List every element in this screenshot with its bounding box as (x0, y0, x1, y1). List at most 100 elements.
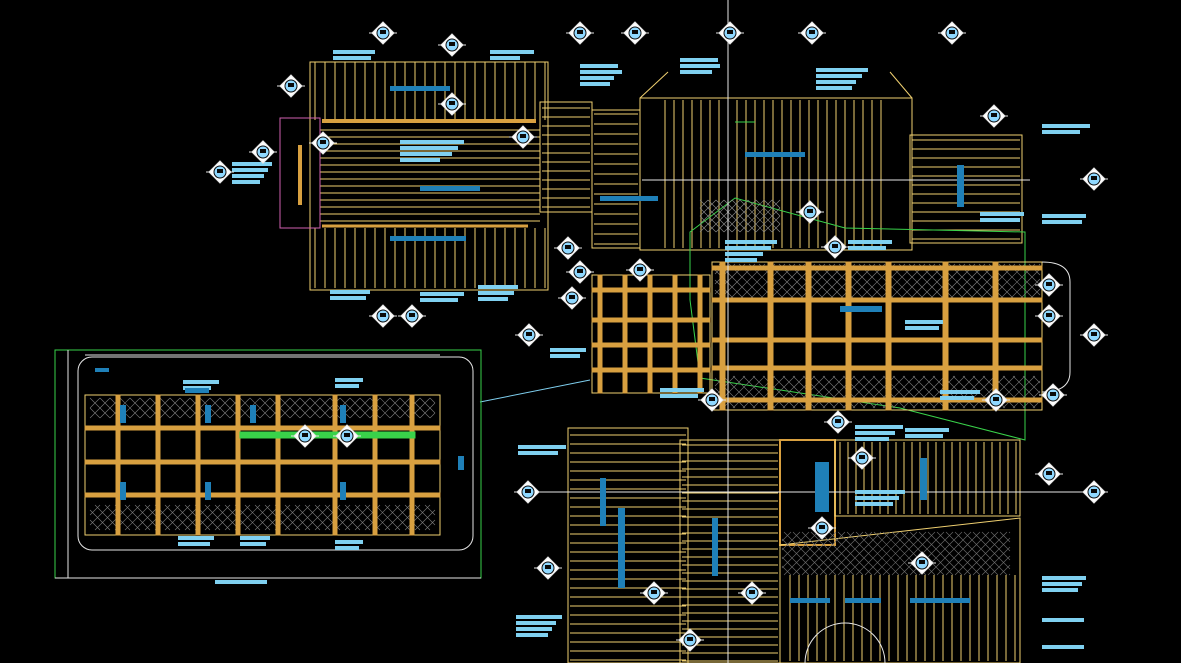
section-callout-icon[interactable] (566, 21, 594, 45)
detail-hatch-top (89, 397, 436, 419)
section-callout-icon[interactable] (277, 74, 305, 98)
section-callout-icon[interactable] (980, 104, 1008, 128)
section-callout-icon[interactable] (1035, 304, 1063, 328)
section-callout-icon[interactable] (554, 236, 582, 260)
section-callout-icon[interactable] (438, 92, 466, 116)
section-callout-icon[interactable] (333, 424, 361, 448)
section-callout-icon[interactable] (438, 33, 466, 57)
hatch-line (89, 509, 111, 531)
section-callout-icon[interactable] (291, 424, 319, 448)
annotation-label (845, 598, 881, 603)
section-callout-icon[interactable] (558, 286, 586, 310)
annotation-label (516, 621, 556, 625)
section-callout-icon[interactable] (1035, 462, 1063, 486)
callout-glyph (217, 169, 223, 173)
annotation-label (390, 236, 466, 241)
annotation-label (940, 396, 974, 400)
section-callout-icon[interactable] (309, 131, 337, 155)
roof-plan-outline-a (309, 61, 549, 291)
section-callout-icon[interactable] (534, 556, 562, 580)
section-callout-icon[interactable] (821, 235, 849, 259)
section-callout-icon[interactable] (1080, 480, 1108, 504)
section-callout-icon[interactable] (514, 480, 542, 504)
annotation-label (420, 292, 464, 296)
hatch-line (864, 531, 909, 576)
section-callout-icon[interactable] (1080, 323, 1108, 347)
annotation-label (232, 168, 268, 172)
annotation-label (333, 50, 375, 54)
callout-glyph (1046, 282, 1052, 286)
detail-post (235, 394, 241, 536)
dimension-box-a (279, 117, 321, 229)
hatch-line (783, 531, 828, 576)
detail-beam (84, 492, 441, 498)
section-callout-icon[interactable] (676, 628, 704, 652)
detail-reference-leader (479, 379, 591, 403)
lower-room-b (679, 439, 781, 663)
section-callout-icon[interactable] (640, 581, 668, 605)
section-callout-icon[interactable] (798, 21, 826, 45)
detail-beam (84, 425, 441, 431)
callout-glyph (545, 565, 551, 569)
annotation-label (905, 320, 943, 324)
section-callout-icon[interactable] (621, 21, 649, 45)
section-callout-icon[interactable] (716, 21, 744, 45)
hatch-line (715, 199, 749, 233)
annotation-label (725, 252, 763, 256)
hatch-line (763, 215, 781, 233)
section-callout-icon[interactable] (982, 388, 1010, 412)
annotation-label (816, 86, 852, 90)
hatch-line (374, 504, 401, 531)
hatch-line (945, 531, 990, 576)
section-callout-icon[interactable] (796, 200, 824, 224)
annotation-label (390, 86, 450, 91)
callout-glyph (835, 419, 841, 423)
hatch-line (781, 565, 792, 576)
annotation-label (1042, 576, 1086, 580)
annotation-label (855, 496, 899, 500)
hatch-line (912, 375, 946, 409)
section-callout-icon[interactable] (1039, 383, 1067, 407)
hatch-line (731, 199, 765, 233)
hatch-line (379, 397, 401, 419)
hatch-line (981, 531, 1011, 561)
hatch-line (801, 531, 846, 576)
section-callout-icon[interactable] (206, 160, 234, 184)
annotation-label (400, 158, 440, 162)
section-callout-icon[interactable] (938, 21, 966, 45)
section-callout-icon[interactable] (824, 410, 852, 434)
hatch-line (244, 504, 271, 531)
hatch-line (792, 531, 837, 576)
section-callout-icon[interactable] (369, 304, 397, 328)
hatch-line (294, 504, 321, 531)
callout-glyph (832, 244, 838, 248)
hatch-line (972, 537, 1011, 576)
porch-block (591, 109, 641, 249)
section-callout-icon[interactable] (626, 258, 654, 282)
hatch-line (89, 504, 101, 516)
section-callout-icon[interactable] (369, 21, 397, 45)
section-callout-icon[interactable] (738, 581, 766, 605)
detail-hatch-bottom (89, 504, 436, 531)
annotation-label (600, 196, 658, 201)
hatch-line (990, 531, 1011, 552)
annotation-label (1042, 618, 1084, 622)
section-callout-icon[interactable] (509, 125, 537, 149)
hatch-line (1008, 268, 1041, 301)
section-callout-icon[interactable] (515, 323, 543, 347)
section-callout-icon[interactable] (1080, 167, 1108, 191)
section-callout-icon[interactable] (1035, 273, 1063, 297)
section-callout-icon[interactable] (566, 260, 594, 284)
callout-markers-layer[interactable] (206, 21, 1108, 652)
hatch-line (810, 531, 855, 576)
section-callout-icon[interactable] (249, 140, 277, 164)
section-callout-icon[interactable] (908, 551, 936, 575)
section-callout-icon[interactable] (698, 388, 726, 412)
section-callout-icon[interactable] (848, 446, 876, 470)
section-callout-icon[interactable] (808, 516, 836, 540)
annotation-label (816, 74, 862, 78)
hatch-line (781, 547, 810, 576)
section-callout-icon[interactable] (398, 304, 426, 328)
